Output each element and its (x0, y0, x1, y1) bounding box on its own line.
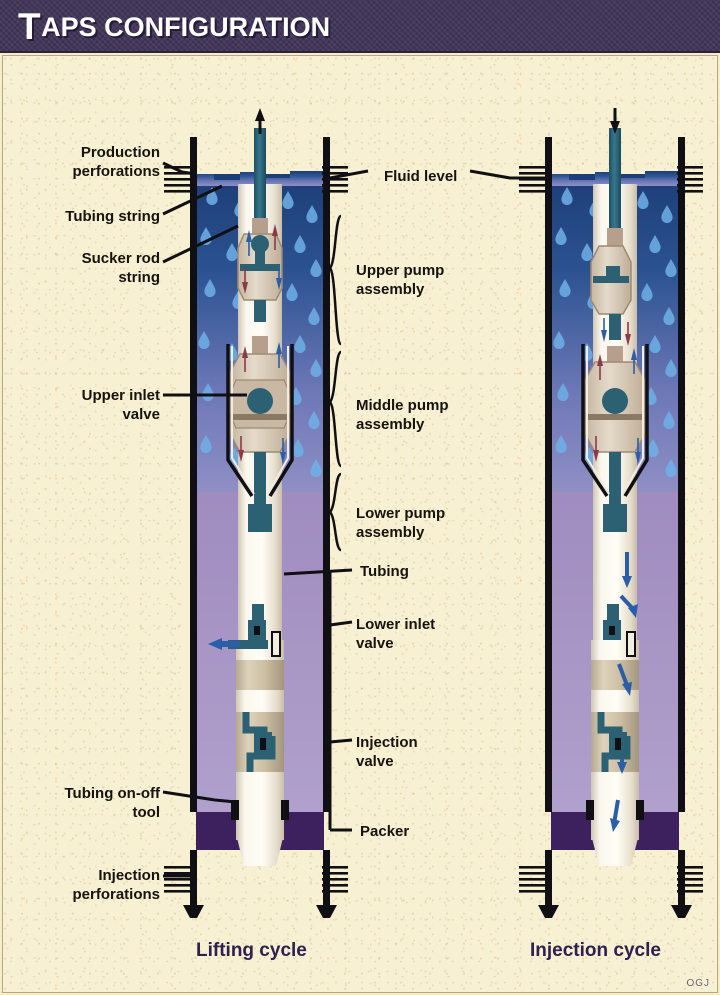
well-left-lifting-cycle (164, 108, 348, 918)
tubing-on-off-tool-mark-right-b (636, 800, 644, 820)
leader-fluid-level-to-left (329, 169, 369, 180)
pump-barrel-rails-inner-left (231, 346, 289, 495)
lower-inlet-valve-left (228, 604, 281, 657)
casing-wall-right-lower (323, 850, 330, 912)
middle-pump-plunger-left (248, 504, 272, 532)
label-injection-perforations: Injection perforations (72, 867, 160, 903)
pump-barrel-rails-left (226, 344, 294, 497)
injection-valve-seat-right (615, 738, 621, 750)
caption-injection-cycle: Injection cycle (530, 940, 661, 961)
brace-lower-pump (328, 472, 342, 552)
casing-wall-left-outer (190, 137, 197, 812)
label-middle-pump-assembly: Middle pump assembly (356, 397, 449, 433)
page-title: TAPS CONFIGURATION (18, 5, 330, 49)
pump-barrel-rails-right (581, 344, 649, 497)
brace-upper-pump (328, 214, 343, 346)
label-lower-pump-assembly: Lower pump assembly (356, 505, 446, 541)
casing-shoe-right (316, 905, 337, 918)
upper-pump-outlet-right (609, 314, 621, 340)
credit-mark: OGJ (686, 978, 710, 989)
middle-pump-assembly-left (229, 336, 291, 532)
lower-inlet-valve-slot-right (626, 631, 636, 657)
rod-down-arrow-right (610, 108, 620, 134)
sucker-rod-string-left (254, 128, 266, 224)
casing-wall-left-outer-right-well (545, 137, 552, 812)
label-upper-inlet-valve: Upper inlet valve (81, 387, 160, 423)
flow-arrows-upper-right (601, 318, 631, 346)
flow-arrows-middle-left (238, 342, 286, 464)
lower-inlet-valve-right (603, 604, 636, 657)
lower-inlet-valve-slot-left (271, 631, 281, 657)
leader-sucker-rod-string (162, 224, 239, 264)
assembly-braces (328, 214, 343, 552)
upper-pump-stem-left (255, 244, 265, 268)
leader-fluid-level-to-right (469, 169, 545, 180)
label-lower-inlet-valve: Lower inlet valve (356, 616, 436, 652)
label-tubing-string: Tubing string (65, 208, 160, 225)
label-tubing-on-off-tool: Tubing on-off tool (64, 785, 160, 821)
injection-flow-arrowheads-right (610, 576, 638, 832)
rod-up-arrow-left (255, 108, 265, 134)
upper-pump-outlet-left (254, 300, 266, 322)
upper-inlet-valve-ball-left (247, 388, 273, 414)
upper-inlet-valve-ball-right (602, 388, 628, 414)
label-sucker-rod-string: Sucker rod string (81, 250, 160, 286)
caption-lifting-cycle: Lifting cycle (196, 940, 307, 961)
flow-arrows-middle-right (593, 348, 641, 464)
tubing-shoe-right (591, 834, 639, 866)
casing-wall-right-outer (323, 137, 330, 812)
tubing-on-off-tool-left (236, 778, 284, 834)
upper-pump-assembly-right (590, 228, 632, 340)
lower-inlet-valve-port-left (228, 640, 268, 649)
tubing-on-off-tool-mark-right-a (586, 800, 594, 820)
label-upper-pump-assembly: Upper pump assembly (356, 262, 445, 298)
middle-pump-seat-right (587, 414, 643, 420)
casing-wall-left-lower-right-well (545, 850, 552, 912)
middle-pump-assembly-right (584, 346, 646, 532)
leader-lower-inlet-valve (329, 620, 353, 627)
brace-middle-pump (328, 350, 343, 468)
casing-shoe-right-right-well (671, 905, 692, 918)
label-fluid-level: Fluid level (384, 168, 458, 185)
middle-pump-seat-left (232, 414, 288, 420)
tubing-shoe-left (236, 834, 284, 866)
leader-tubing-string (162, 184, 223, 216)
title-drop-cap: T (18, 6, 42, 47)
casing-wall-right-lower-right-well (678, 850, 685, 912)
casing-wall-right-outer-right-well (678, 137, 685, 812)
title-text: APS CONFIGURATION (41, 12, 331, 42)
header-band (0, 0, 720, 53)
pump-barrel-rails-inner-right (586, 346, 644, 495)
sucker-rod-string-right (609, 128, 621, 228)
well-right-injection-cycle (519, 108, 703, 918)
tubing-on-off-tool-mark-left-b (281, 800, 289, 820)
leader-production-perforations (162, 161, 197, 176)
label-injection-valve: Injection valve (356, 734, 418, 770)
middle-pump-plunger-right (603, 504, 627, 532)
casing-wall-left-lower (190, 850, 197, 912)
leader-tubing-on-off-tool (162, 790, 237, 804)
label-tubing: Tubing (360, 563, 409, 580)
leader-lines (162, 161, 545, 878)
middle-pump-outlet-right (609, 452, 621, 504)
tubing-collar-right-1 (591, 660, 639, 690)
label-production-perforations: Production perforations (72, 144, 160, 180)
upper-pump-ball-right (606, 266, 620, 280)
leader-tubing (283, 568, 353, 576)
tubing-collar-left-1 (236, 660, 284, 690)
flow-arrows-upper-left (242, 224, 282, 294)
tubing-on-off-tool-mark-left-a (231, 800, 239, 820)
injection-valve-seat-left (260, 738, 266, 750)
middle-pump-outlet-left (254, 452, 266, 504)
leader-injection-valve (329, 738, 353, 744)
casing-shoe-left-right-well (538, 905, 559, 918)
lower-inlet-flow-arrow-left (208, 638, 240, 650)
label-packer: Packer (360, 823, 410, 840)
casing-shoe-left (183, 905, 204, 918)
